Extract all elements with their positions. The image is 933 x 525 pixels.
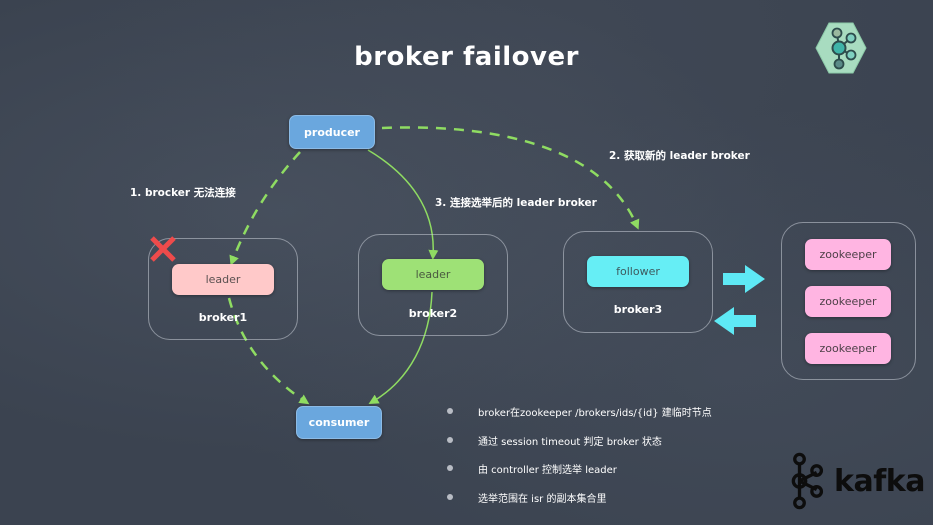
bullet-icon bbox=[447, 408, 453, 414]
broker2-container[interactable] bbox=[358, 234, 508, 336]
step2-annotation: 2. 获取新的 leader broker bbox=[609, 150, 750, 162]
broker3-follower-node[interactable]: follower bbox=[587, 256, 689, 287]
kafka-wordmark: kafka bbox=[834, 463, 925, 499]
bullet-icon bbox=[447, 465, 453, 471]
arrow-producer-to-broker2 bbox=[367, 149, 439, 260]
broker2-label: broker2 bbox=[408, 307, 458, 320]
broker1-label: broker1 bbox=[198, 311, 248, 324]
bullet-icon bbox=[447, 493, 453, 500]
failed-x-icon bbox=[150, 236, 176, 262]
consumer-node[interactable]: consumer bbox=[296, 406, 382, 439]
kafka-logo: kafka bbox=[790, 450, 925, 512]
kafka-graph-icon bbox=[791, 452, 824, 510]
zookeeper-node[interactable]: zookeeper bbox=[805, 286, 891, 317]
step1-annotation: 1. brocker 无法连接 bbox=[130, 187, 236, 199]
zookeeper-label: zookeeper bbox=[819, 248, 877, 261]
broker1-role-label: leader bbox=[205, 273, 241, 286]
slide-title: broker failover bbox=[354, 42, 579, 72]
zookeeper-label: zookeeper bbox=[819, 342, 877, 355]
step3-annotation: 3. 连接选举后的 leader broker bbox=[435, 197, 597, 209]
broker3-container[interactable] bbox=[563, 231, 713, 333]
broker3-role-label: follower bbox=[616, 265, 660, 278]
zookeeper-cluster-container[interactable] bbox=[781, 222, 916, 380]
zookeeper-node[interactable]: zookeeper bbox=[805, 239, 891, 270]
producer-node[interactable]: producer bbox=[289, 115, 375, 149]
arrow-producer-to-broker3 bbox=[381, 126, 640, 230]
arrow-right-to-zookeeper-icon bbox=[723, 265, 765, 293]
zookeeper-node[interactable]: zookeeper bbox=[805, 333, 891, 364]
arrow-broker1-to-consumer bbox=[227, 297, 310, 405]
bullet-icon bbox=[447, 436, 453, 443]
zookeeper-label: zookeeper bbox=[819, 295, 877, 308]
arrow-left-from-zookeeper-icon bbox=[714, 307, 756, 335]
broker2-role-label: leader bbox=[415, 268, 451, 281]
broker3-label: broker3 bbox=[613, 303, 663, 316]
producer-label: producer bbox=[304, 125, 360, 139]
broker1-leader-node[interactable]: leader bbox=[172, 264, 274, 295]
broker1-container[interactable] bbox=[148, 238, 298, 340]
arrow-broker2-to-consumer bbox=[368, 291, 433, 405]
arrow-producer-to-broker1 bbox=[229, 151, 301, 266]
consumer-label: consumer bbox=[308, 416, 370, 429]
hex-graph-logo-icon bbox=[815, 22, 867, 74]
broker2-leader-node[interactable]: leader bbox=[382, 259, 484, 290]
